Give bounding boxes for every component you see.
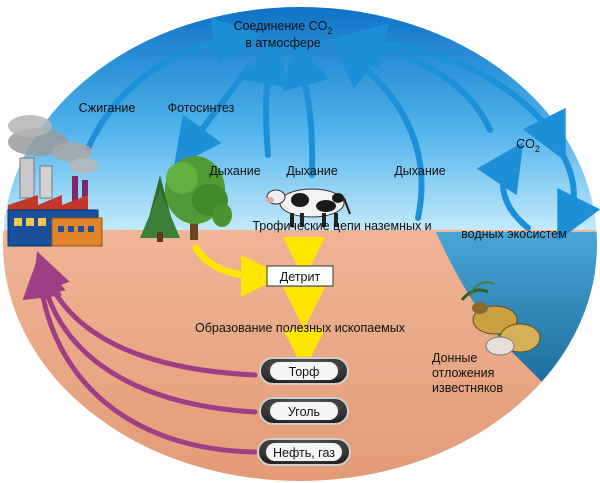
factory-icon (7, 115, 103, 247)
fossil-peat-label: Торф (289, 365, 320, 379)
respiration-soil-label: Дыхание (394, 164, 445, 178)
arrow-respiration-soil (331, 40, 425, 221)
arrow-coal-to-factory (26, 255, 258, 415)
oval-border (1, 5, 599, 483)
arrow-water-up (476, 142, 531, 231)
atmosphere-title-line1: Соединение CO2 (234, 19, 333, 36)
yellow-arrows (192, 236, 325, 371)
arrow-respiration-plants (242, 36, 290, 158)
arrow-photosynthesis (173, 65, 251, 168)
arrow-respiration-animals (282, 38, 330, 178)
fossil-oil-gas-label: Нефть, газ (273, 446, 335, 460)
sediments-label-line3: известняков (432, 381, 503, 395)
fossil-formation-label: Образование полезных ископаемых (195, 321, 406, 335)
detritus-box: Детрит (266, 265, 334, 287)
cow-icon (266, 188, 351, 227)
fossil-oil-gas: Нефть, газ (257, 438, 351, 466)
atmosphere-title-line2: в атмосфере (245, 36, 320, 50)
blue-arrows (85, 18, 600, 242)
fossil-coal: Уголь (259, 397, 349, 425)
fossil-coal-label: Уголь (288, 405, 320, 419)
sediments-label-line1: Донные (432, 351, 477, 365)
sediments-label-line2: отложения (432, 366, 494, 380)
photosynthesis-label: Фотосинтез (168, 101, 235, 115)
combustion-label: Сжигание (79, 101, 136, 115)
respiration-plants-label: Дыхание (209, 164, 260, 178)
co2-label: CO2 (516, 137, 540, 154)
arrow-combustion (85, 18, 262, 151)
food-chains-land-label: Трофические цепи наземных и (252, 219, 431, 233)
arrow-oil-to-factory (22, 258, 258, 455)
respiration-animals-label: Дыхание (286, 164, 337, 178)
snail-icon (460, 281, 541, 356)
arrow-plants-to-detritus (192, 244, 283, 297)
arrow-water-down (557, 147, 600, 242)
food-chains-water-label: водных экосистем (461, 227, 567, 241)
arrow-ocean-to-air (336, 23, 493, 133)
fossil-peat: Торф (259, 357, 349, 385)
purple-arrows (22, 251, 258, 455)
detritus-label: Детрит (280, 270, 321, 284)
tree-icon (140, 156, 232, 242)
